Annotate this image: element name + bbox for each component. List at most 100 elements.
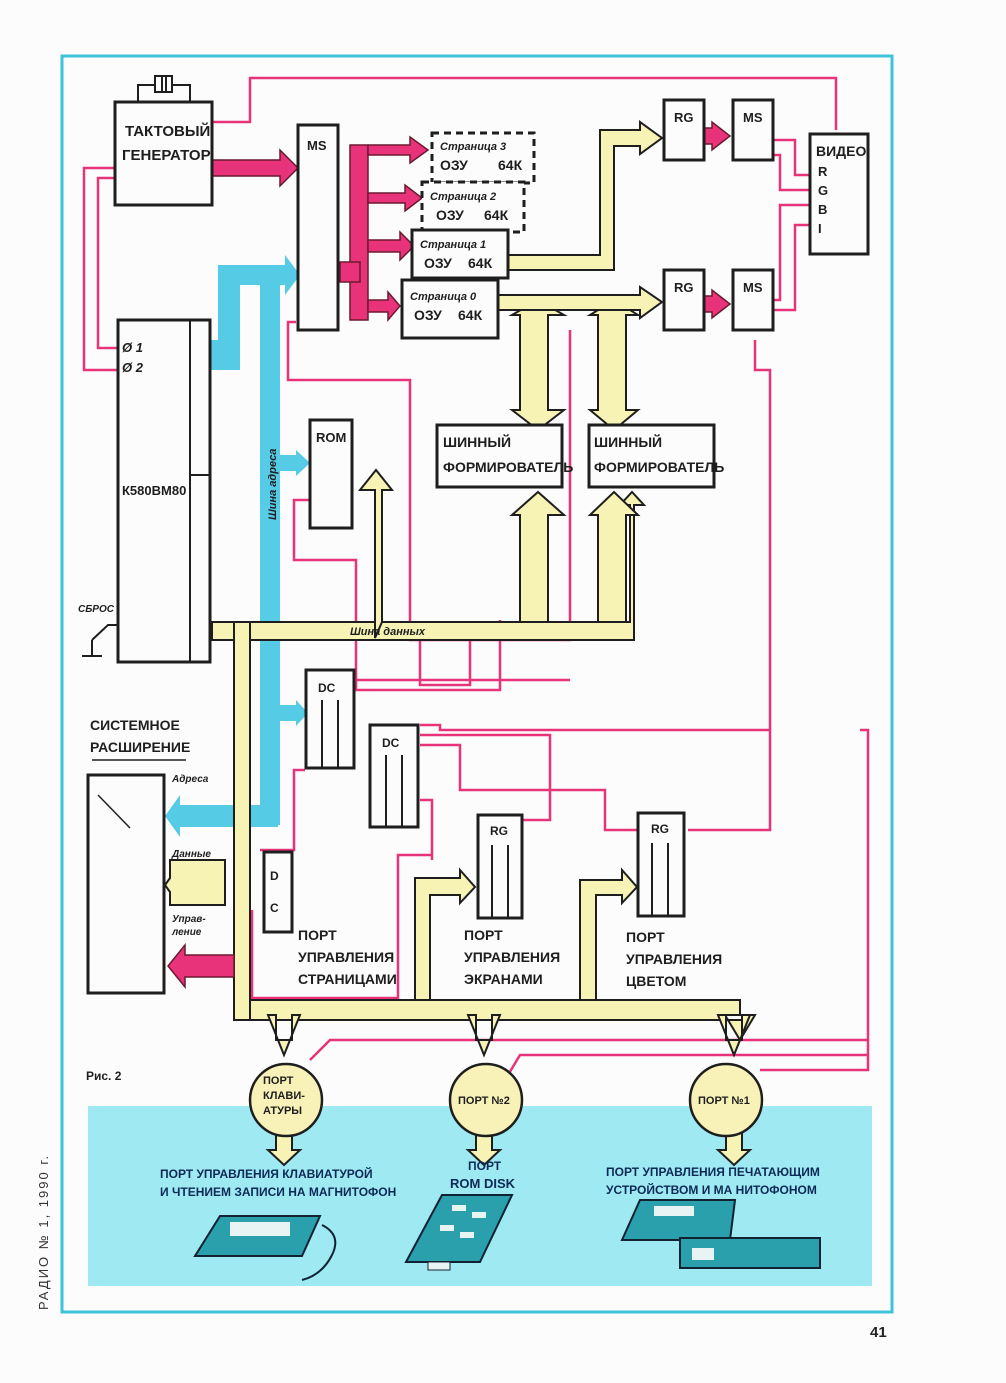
port-color-l1: ПОРТ: [626, 929, 665, 945]
expansion-data: Данные: [171, 849, 211, 860]
address-bus-label: Шина адреса: [267, 449, 279, 520]
ram-page-3-size: 64К: [498, 157, 523, 173]
expansion-l2: РАСШИРЕНИЕ: [90, 739, 190, 755]
cpu-phi2: Ø 2: [122, 360, 144, 375]
ram-page-0-box: [400, 278, 500, 340]
kbd-port-l1: ПОРТ: [263, 1075, 294, 1087]
control-bus-arrow: [167, 942, 235, 990]
port-pages-l1: ПОРТ: [298, 927, 337, 943]
decoder-1-box: [304, 668, 356, 770]
decoder-d: D: [270, 869, 279, 883]
figure-label: Рис. 2: [86, 1069, 122, 1083]
keyboard-port-circle: [248, 1062, 324, 1138]
rom-disk-caption-2: ROM DISK: [450, 1176, 516, 1191]
video-rg1-box: [662, 98, 706, 162]
bus-driver-1-box: [435, 423, 564, 489]
clock-generator-box: [113, 100, 214, 207]
ram-page-0-type: ОЗУ: [414, 307, 442, 323]
video-ms2-box: [731, 268, 775, 332]
memory-select-bus: [211, 120, 732, 323]
kbd-port-l2: КЛАВИ-: [263, 1090, 305, 1102]
video-rg2-label: RG: [674, 280, 694, 295]
reset-label: СБРОС: [78, 604, 115, 615]
data-bus-label: Шина данных: [350, 626, 426, 638]
data-bus-branches: [163, 120, 753, 1167]
video-ms1-box: [731, 98, 775, 162]
rom-disk-caption-1: ПОРТ: [468, 1159, 502, 1173]
ram-page-0-size: 64К: [458, 307, 483, 323]
frame: [60, 54, 894, 1314]
port-color-l3: ЦВЕТОМ: [626, 973, 686, 989]
bus-driver-1-l2: ФОРМИРОВАТЕЛЬ: [443, 459, 573, 475]
ram-page-1-title: Страница 1: [420, 239, 486, 251]
printer-caption-1: ПОРТ УПРАВЛЕНИЯ ПЕЧАТАЮЩИМ: [606, 1165, 820, 1179]
page-number: 41: [870, 1324, 887, 1341]
video-rg2-box: [662, 268, 706, 332]
bus-driver-2-box: [587, 423, 716, 489]
bus-driver-2-l2: ФОРМИРОВАТЕЛЬ: [594, 459, 724, 475]
cpu-phi1: Ø 1: [122, 340, 143, 355]
port-screens-l3: ЭКРАНАМИ: [464, 971, 543, 987]
port-1-label: ПОРТ №1: [698, 1095, 750, 1107]
video-title: ВИДЕО: [816, 143, 866, 159]
expansion-box: [86, 773, 166, 995]
decoder-dc-box: [262, 850, 294, 934]
ram-page-3-type: ОЗУ: [440, 157, 468, 173]
video-r: R: [818, 164, 828, 179]
decoder-1-label: DC: [318, 681, 336, 695]
cpu-name: К580ВМ80: [122, 483, 186, 498]
port-pages-l3: СТРАНИЦАМИ: [298, 971, 397, 987]
cpu-box: [116, 318, 212, 664]
rg-color-label: RG: [651, 822, 669, 836]
video-ms2-label: MS: [743, 280, 763, 295]
expansion-l1: СИСТЕМНОЕ: [90, 717, 180, 733]
port-circles: [248, 1062, 764, 1138]
ram-page-1-type: ОЗУ: [424, 255, 452, 271]
side-caption: РАДИО № 1, 1990 г.: [36, 1153, 51, 1310]
expansion-ctrl2: ление: [171, 927, 202, 938]
video-ms1-label: MS: [743, 110, 763, 125]
decoder-c: C: [270, 901, 279, 915]
ram-page-2-box: [420, 180, 526, 234]
rg-color-box: [636, 811, 686, 918]
video-b: B: [818, 202, 827, 217]
port-2-circle: [448, 1062, 524, 1138]
circuit-board-icon: [404, 1194, 514, 1271]
port-2-label: ПОРТ №2: [458, 1095, 510, 1107]
ram-page-2-type: ОЗУ: [436, 207, 464, 223]
rom-box: [308, 418, 354, 530]
rg-screens-box: [476, 813, 524, 920]
video-g: G: [818, 183, 828, 198]
kbd-caption-2: И ЧТЕНИЕМ ЗАПИСИ НА МАГНИТОФОН: [160, 1185, 396, 1199]
ram-page-1-box: [410, 228, 510, 280]
bus-driver-1-l1: ШИННЫЙ: [443, 433, 511, 450]
port-screens-l2: УПРАВЛЕНИЯ: [464, 949, 560, 965]
ram-page-0-title: Страница 0: [410, 291, 477, 303]
printer-tape-recorder-icon: [620, 1199, 821, 1269]
ram-page-1-size: 64К: [468, 255, 493, 271]
printer-caption-2: УСТРОЙСТВОМ И МА НИТОФОНОМ: [606, 1182, 817, 1197]
port-pages-l2: УПРАВЛЕНИЯ: [298, 949, 394, 965]
ram-page-2-title: Страница 2: [430, 191, 496, 203]
video-box: [808, 132, 870, 256]
ram-page-2-size: 64К: [484, 207, 509, 223]
rg-screens-label: RG: [490, 824, 508, 838]
keyboard-icon: [193, 1215, 337, 1281]
expansion-ctrl1: Управ-: [172, 914, 206, 925]
clock-title-2: ГЕНЕРАТОР: [122, 147, 211, 164]
kbd-port-l3: АТУРЫ: [263, 1105, 302, 1117]
control-lines: [82, 76, 870, 1081]
mux-main-label: MS: [307, 138, 327, 153]
clock-title-1: ТАКТОВЫЙ: [125, 122, 210, 140]
bus-driver-2-l1: ШИННЫЙ: [594, 433, 662, 450]
port-screens-l1: ПОРТ: [464, 927, 503, 943]
kbd-caption-1: ПОРТ УПРАВЛЕНИЯ КЛАВИАТУРОЙ: [160, 1166, 373, 1181]
port-1-circle: [688, 1062, 764, 1138]
ram-page-3-box: [430, 131, 536, 185]
video-rg1-label: RG: [674, 110, 694, 125]
decoder-2-label: DC: [382, 736, 400, 750]
rom-label: ROM: [316, 430, 346, 445]
expansion-addr: Адреса: [171, 774, 209, 785]
